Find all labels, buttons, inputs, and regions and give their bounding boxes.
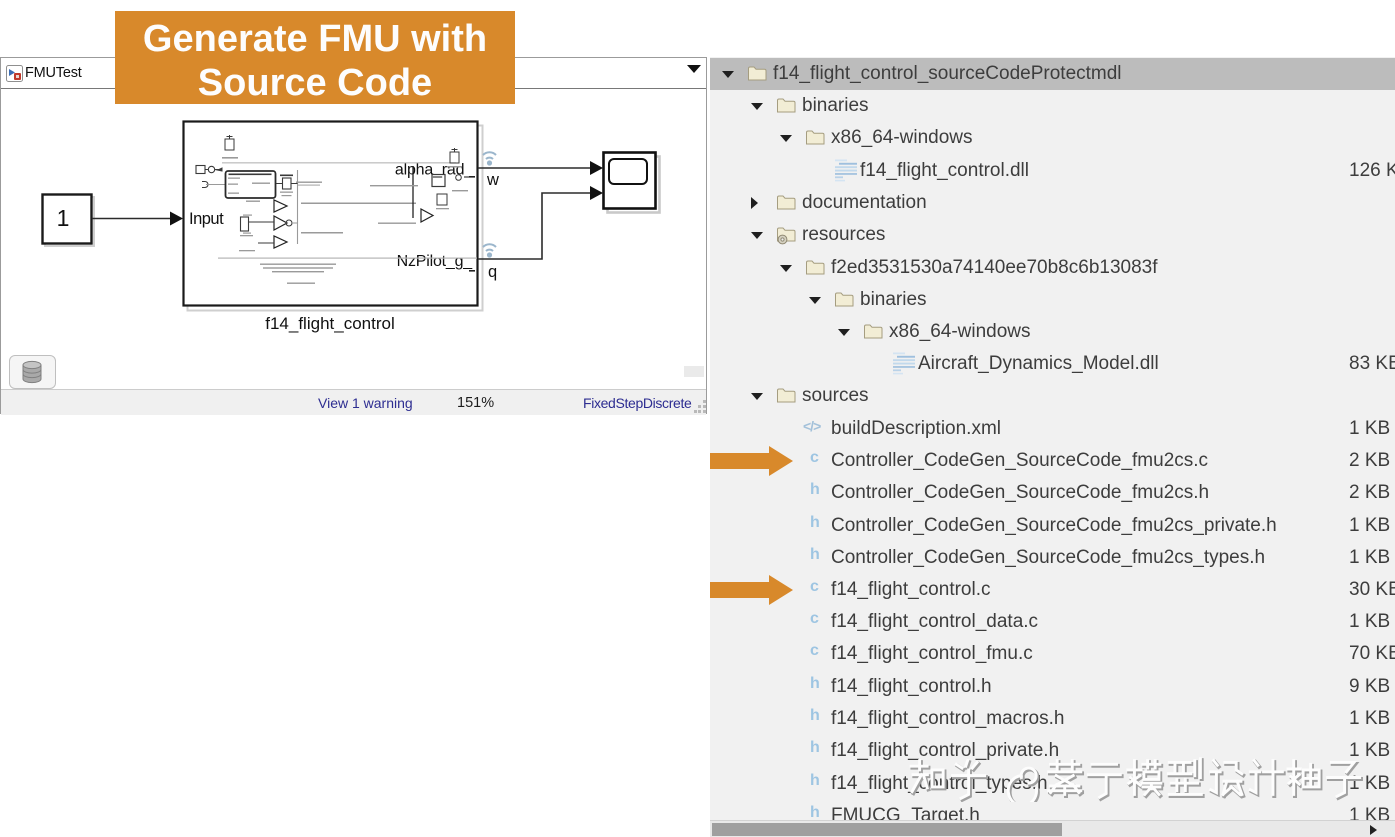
svg-text:f14_flight_control: f14_flight_control <box>265 314 394 333</box>
svg-text:Input: Input <box>189 210 224 228</box>
svg-text:w: w <box>486 171 499 189</box>
svg-text:alpha_rad_: alpha_rad_ <box>395 162 474 179</box>
svg-text:q: q <box>488 263 497 281</box>
svg-text:1: 1 <box>57 205 70 231</box>
svg-text:NzPilot_g_: NzPilot_g_ <box>397 253 474 270</box>
